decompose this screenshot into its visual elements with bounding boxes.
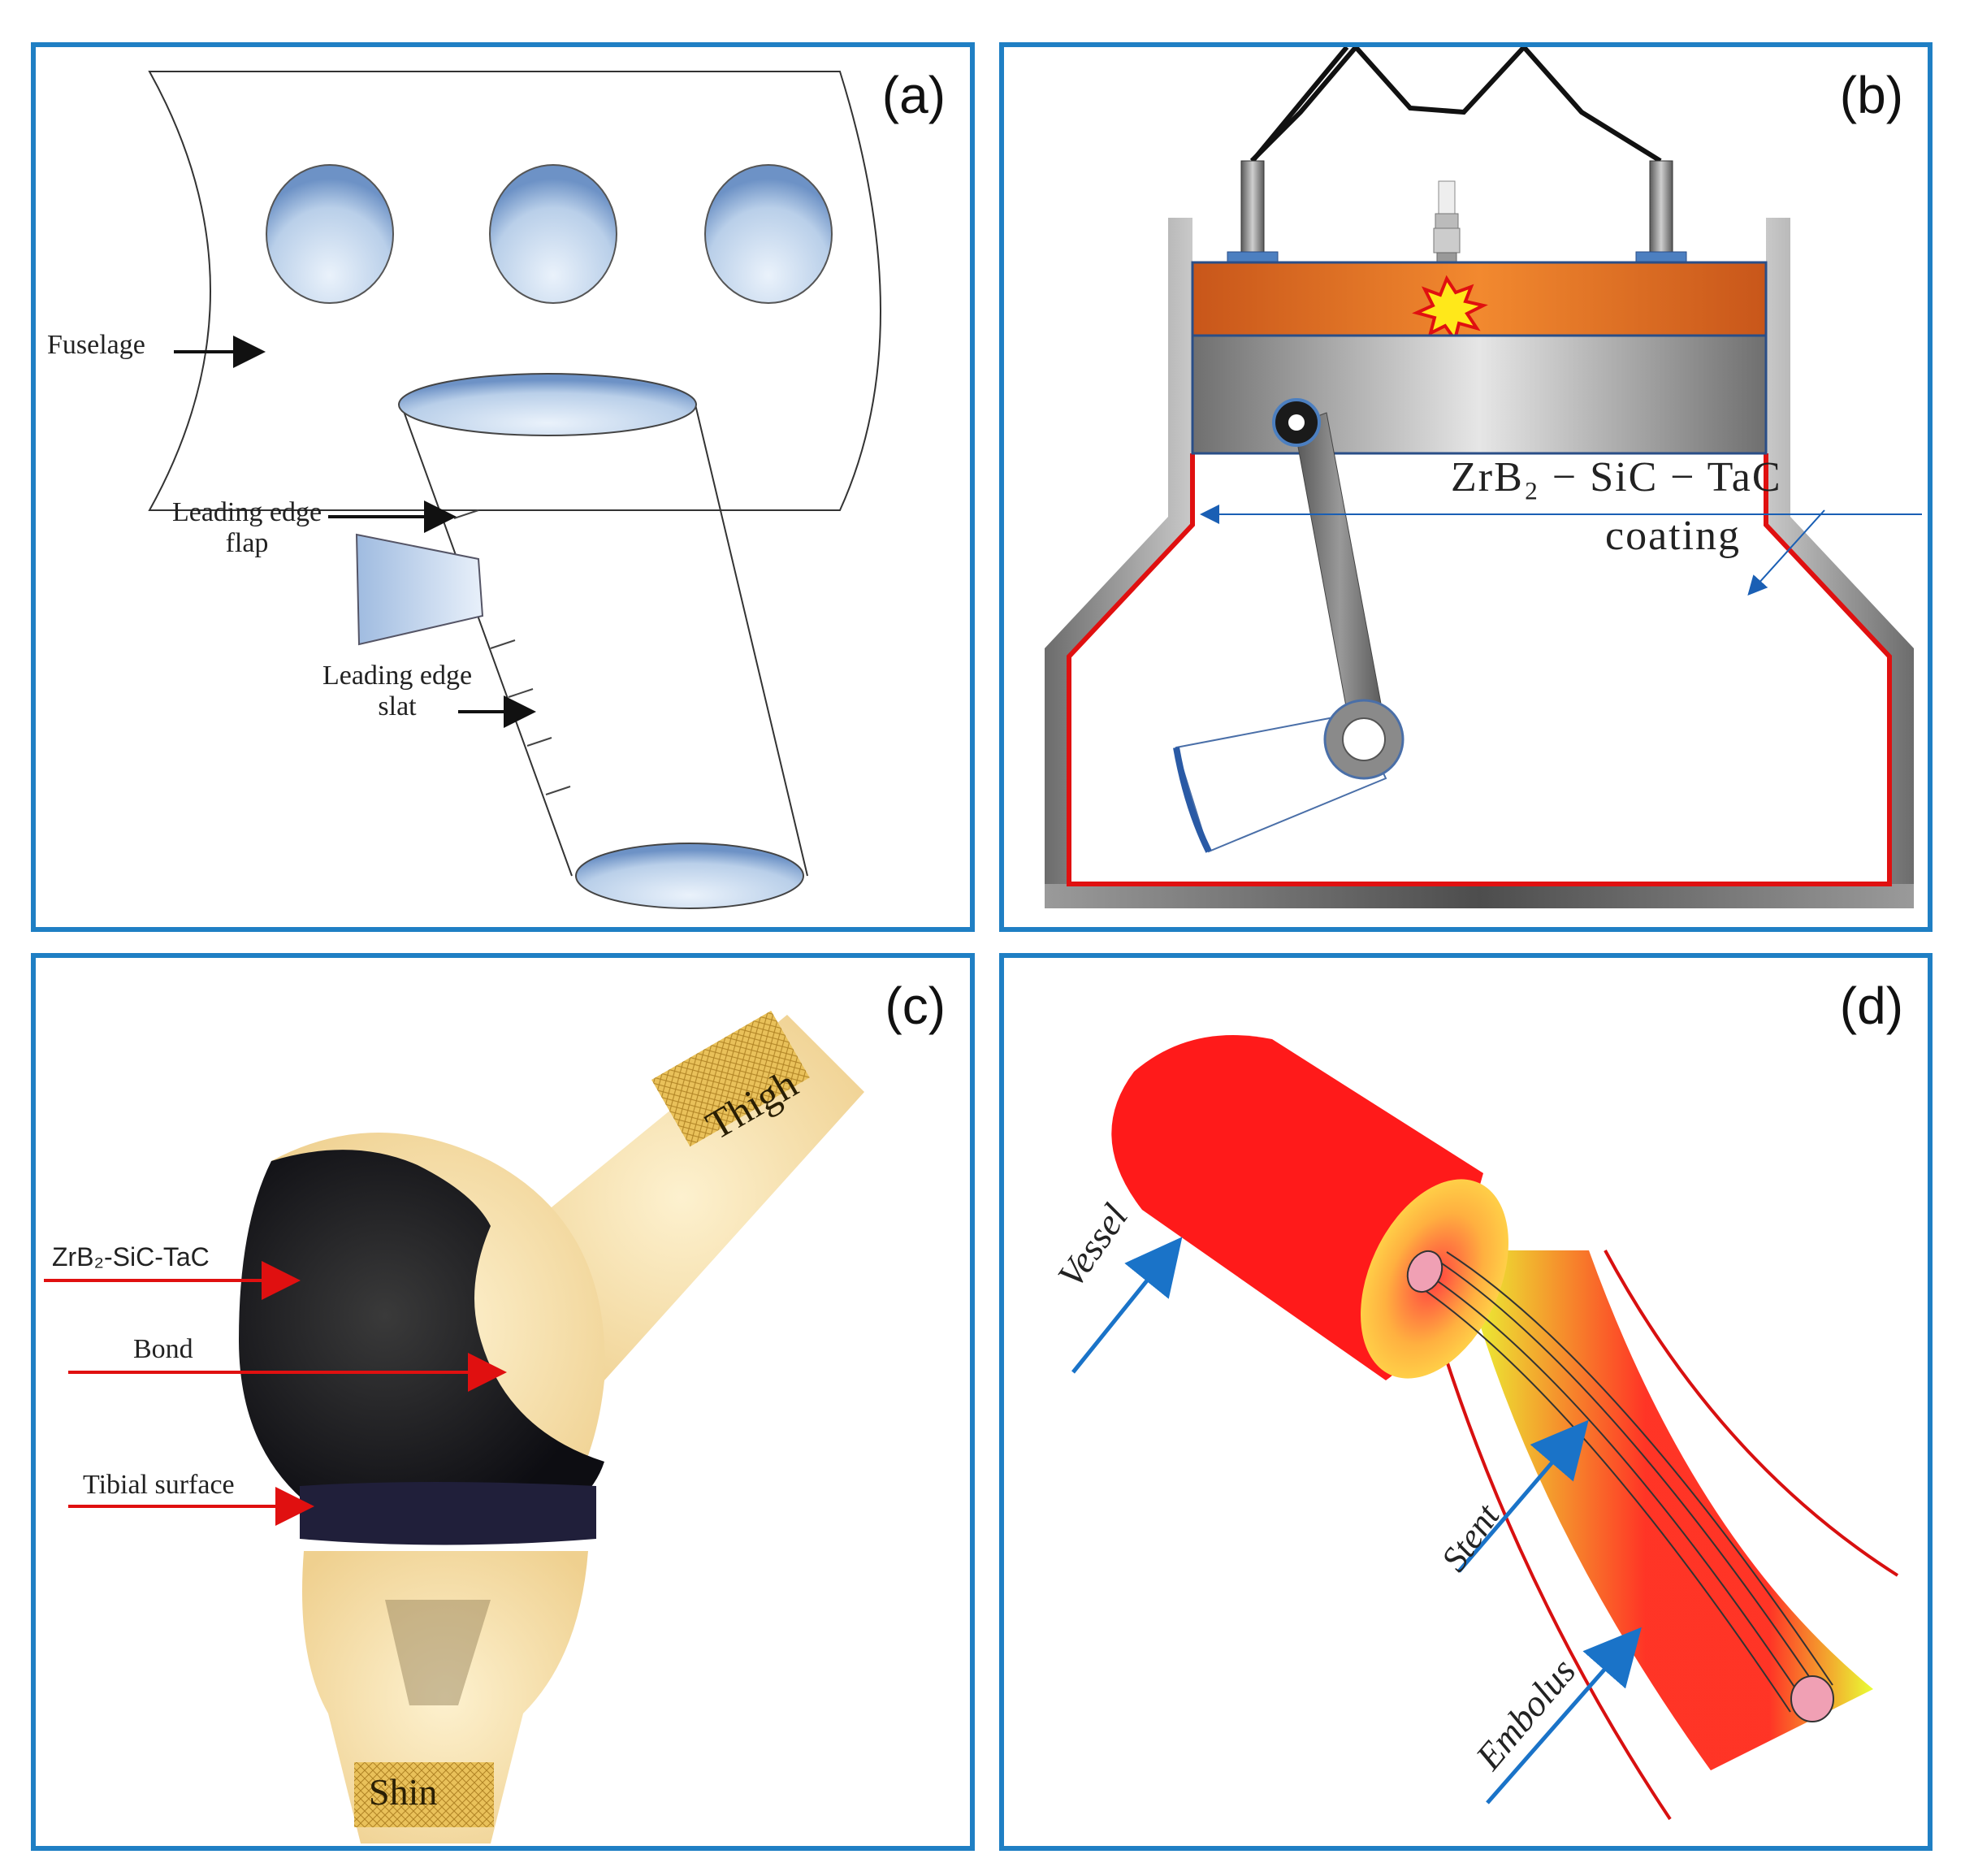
shin-label: Shin (369, 1771, 438, 1813)
wing-outline (400, 404, 808, 877)
panel-a-aircraft-wing: (a) Fuselage Leading edge flap Leading e… (31, 42, 975, 932)
femoral-component (239, 1150, 604, 1519)
slat-segments (453, 509, 571, 795)
knee-implant-diagram (44, 1011, 864, 1844)
window-1 (266, 164, 394, 304)
block-base (1045, 884, 1914, 908)
wing-root (398, 373, 697, 436)
coating-arrow-2 (1747, 509, 1825, 596)
window-2 (489, 164, 617, 304)
coating-layer (1067, 453, 1892, 886)
vessel-stent-diagram (1071, 1035, 1899, 1821)
panel-label-a: (a) (881, 66, 946, 124)
stent-arrow (1457, 1419, 1589, 1573)
flap-label: Leading edge flap (137, 497, 357, 559)
wire-left (1250, 47, 1349, 162)
block-wall-left (1045, 218, 1192, 904)
stent-end-top (1406, 1250, 1443, 1293)
aircraft-wing-diagram (148, 71, 881, 909)
panel-c-knee-implant: (c) Thigh Shin ZrB₂-SiC-TaC Bond Tibial … (31, 953, 975, 1851)
wing-tip (575, 843, 804, 909)
panel-d-vessel-stent: (d) Vessel Stent Embolus (999, 953, 1933, 1851)
panel-label-c: (c) (885, 977, 946, 1035)
ignition-wire (1249, 47, 1662, 163)
crank-counterweight (1173, 747, 1212, 853)
panel-label-b: (b) (1839, 66, 1903, 124)
coating-formula-label: ZrB₂ − SiC − TaC (1451, 454, 1782, 500)
fuselage-label: Fuselage (47, 330, 145, 360)
window-3 (704, 164, 833, 304)
zrb2-label: ZrB₂-SiC-TaC (52, 1242, 210, 1272)
slat-label-line1: Leading edge (322, 661, 473, 691)
flap-label-line1: Leading edge (171, 497, 322, 527)
bond-label: Bond (133, 1334, 193, 1364)
embolus-arrow (1486, 1627, 1642, 1805)
vessel-wall-right (1604, 1250, 1899, 1577)
stent (1413, 1251, 1833, 1713)
thigh-texture (651, 1011, 810, 1147)
slat-label: Leading edge slat (292, 661, 503, 722)
panel-b-engine-cylinder: (b) ZrB₂ − SiC − TaC coating (999, 42, 1933, 932)
combustion-chamber (1191, 261, 1768, 337)
slat-label-line2: slat (378, 691, 417, 721)
stent-end-bottom (1790, 1675, 1834, 1722)
spark-plug (1433, 180, 1461, 274)
coating-word-label: coating (1605, 513, 1742, 559)
tibial-component (300, 1482, 596, 1545)
valve-left (1240, 160, 1265, 255)
tibial-surface-label: Tibial surface (83, 1470, 235, 1500)
block-wall-right (1766, 218, 1914, 904)
connecting-rod (1293, 412, 1387, 747)
valve-right (1649, 160, 1673, 255)
panel-label-d: (d) (1839, 977, 1903, 1035)
flap-shape (355, 533, 484, 646)
tibia-shadow (385, 1600, 491, 1705)
vessel-arrow (1071, 1237, 1183, 1374)
shin-texture (354, 1762, 494, 1827)
vessel-wall-left (1425, 1294, 1672, 1821)
crank-pin-inner (1342, 717, 1386, 761)
flap-label-line2: flap (225, 528, 269, 558)
engine-cylinder-diagram (1045, 47, 1922, 908)
fuselage-outline (148, 71, 881, 511)
wrist-pin-inner (1288, 414, 1305, 431)
